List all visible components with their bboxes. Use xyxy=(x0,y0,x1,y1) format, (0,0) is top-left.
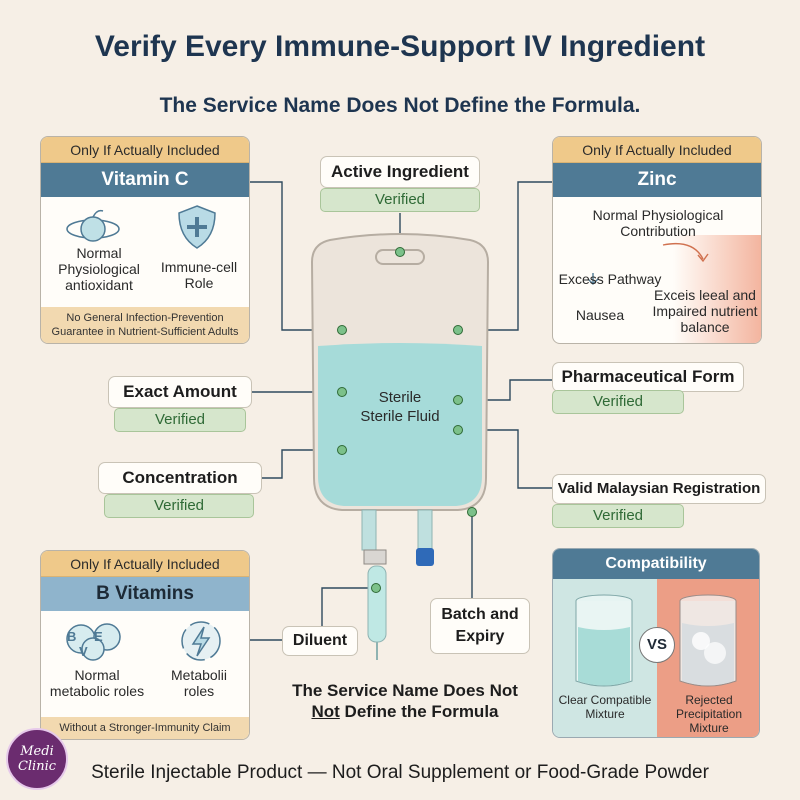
diluent-label: Diluent xyxy=(282,626,358,656)
antioxidant-icon xyxy=(66,209,120,242)
b-vitamin-letters: B E V xyxy=(67,629,103,659)
rejected-side: Rejected Precipitation Mixture xyxy=(657,579,759,737)
center-note: The Service Name Does Not Not Define the… xyxy=(292,681,518,721)
dot-amount xyxy=(337,387,347,397)
iv-bag-label: Sterile Sterile Fluid xyxy=(360,389,440,425)
page-subtitle: The Service Name Does Not Define the For… xyxy=(159,94,641,117)
zinc-nausea: Nausea xyxy=(575,307,625,323)
line-registration xyxy=(458,429,552,489)
zinc-tag: Only If Actually Included xyxy=(553,137,761,163)
vitamin-c-right-label: Immune-cell Role xyxy=(160,259,238,291)
b-vitamins-heading: B Vitamins xyxy=(41,577,249,611)
b-vitamin-letters-icon xyxy=(66,623,121,661)
compatibility-panel: Compatibility Clear Compatible Mixture R… xyxy=(552,548,760,738)
iv-connector xyxy=(363,549,387,565)
zinc-heading: Zinc xyxy=(553,163,761,197)
compatible-side: Clear Compatible Mixture xyxy=(553,579,657,737)
b-vitamins-card: Only If Actually Included B Vitamins B E… xyxy=(40,550,250,740)
dot-batch xyxy=(467,507,477,517)
b-vitamins-tag: Only If Actually Included xyxy=(41,551,249,577)
registration-label: Valid Malaysian Registration xyxy=(552,474,766,504)
concentration-label: Concentration xyxy=(98,462,262,494)
excess-gradient xyxy=(673,235,761,343)
active-ingredient-verified: Verified xyxy=(320,188,480,212)
rejected-label: Rejected Precipitation Mixture xyxy=(675,693,743,735)
zinc-imbalance: Exceis leeal and Impaired nutrient balan… xyxy=(652,287,758,335)
b-vitamins-footer: Without a Stronger-Immunity Claim xyxy=(41,717,249,739)
dot-zinc xyxy=(453,325,463,335)
iv-port-right xyxy=(417,509,433,555)
vitamin-c-heading: Vitamin C xyxy=(41,163,249,197)
b-vitamins-left-label: Normal metabolic roles xyxy=(49,667,145,699)
iv-bag-fluid xyxy=(318,343,482,506)
line-concentration xyxy=(262,449,342,479)
compatible-label: Clear Compatible Mixture xyxy=(558,693,652,721)
page-title: Verify Every Immune-Support IV Ingredien… xyxy=(94,30,706,63)
dot-concentration xyxy=(337,445,347,455)
iv-drip-chamber xyxy=(367,565,387,643)
active-ingredient-label: Active Ingredient xyxy=(320,156,480,188)
batch-expiry-label: Batch and Expiry xyxy=(430,598,530,654)
vitamin-c-tag: Only If Actually Included xyxy=(41,137,249,163)
dot-vitamin-c xyxy=(337,325,347,335)
zinc-card: Only If Actually Included Zinc Normal Ph… xyxy=(552,136,762,344)
zinc-pathway-arrows xyxy=(587,242,709,285)
dot-diluent xyxy=(371,583,381,593)
registration-verified: Verified xyxy=(552,504,684,528)
cloudy-beaker-icon xyxy=(679,594,737,687)
pharmaceutical-form-verified: Verified xyxy=(552,390,684,414)
zinc-excess: Excess Pathway xyxy=(558,271,662,287)
b-vitamins-right-label: Metabolii roles xyxy=(170,667,228,699)
compatibility-heading: Compatibility xyxy=(553,549,759,579)
vitamin-c-footer: No General Infection-Prevention Guarante… xyxy=(41,307,249,343)
shield-icon xyxy=(178,205,216,249)
dot-active xyxy=(395,247,405,257)
bottom-banner: Sterile Injectable Product — Not Oral Su… xyxy=(91,762,709,783)
pharmaceutical-form-label: Pharmaceutical Form xyxy=(552,362,744,392)
concentration-verified: Verified xyxy=(104,494,254,518)
clear-beaker-icon xyxy=(575,594,633,687)
lightning-icon xyxy=(181,621,221,661)
vs-badge: VS xyxy=(639,627,675,663)
iv-port-cap xyxy=(416,548,434,566)
exact-amount-label: Exact Amount xyxy=(108,376,252,408)
exact-amount-verified: Verified xyxy=(114,408,246,432)
dot-form xyxy=(453,395,463,405)
medi-clinic-logo: Medi Clinic xyxy=(6,728,68,790)
vitamin-c-card: Only If Actually Included Vitamin C Norm… xyxy=(40,136,250,344)
zinc-contribution: Normal Physiological Contribution xyxy=(592,207,724,239)
iv-port-left xyxy=(361,509,377,551)
dot-registration xyxy=(453,425,463,435)
vitamin-c-left-label: Normal Physiological antioxidant xyxy=(58,245,140,293)
